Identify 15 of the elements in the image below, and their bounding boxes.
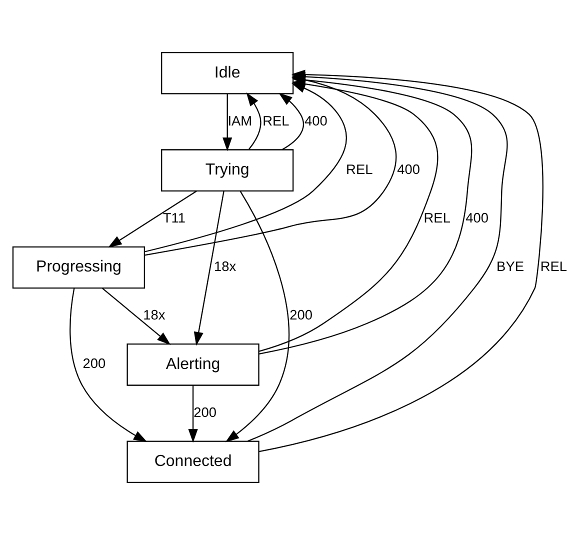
edge-label: 400 (466, 210, 489, 225)
edge-label: BYE (496, 258, 524, 274)
edge-label: 18x (143, 307, 166, 322)
edge-label: 400 (304, 112, 328, 128)
edge-label: REL (262, 112, 290, 128)
edge-label: IAM (228, 112, 252, 128)
edge-label: 18x (214, 258, 236, 274)
edge-label: 200 (194, 404, 216, 420)
edge-label: T11 (162, 210, 186, 225)
edge-label: 200 (290, 307, 313, 322)
edge-label: REL (540, 258, 568, 274)
edge-label: 200 (82, 356, 106, 371)
edge-label: REL (424, 210, 450, 225)
edge-label: REL (346, 161, 373, 176)
edge-label: 400 (397, 161, 420, 176)
